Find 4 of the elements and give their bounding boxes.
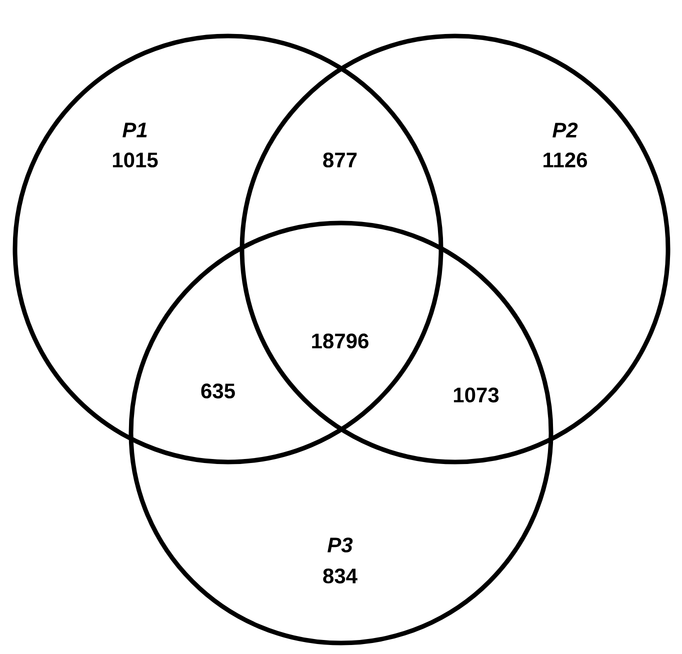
region-count: 1073 [454,388,499,402]
region-count: 18796 [312,334,368,348]
region-count: 635 [201,384,235,398]
region-count: 877 [323,152,357,168]
